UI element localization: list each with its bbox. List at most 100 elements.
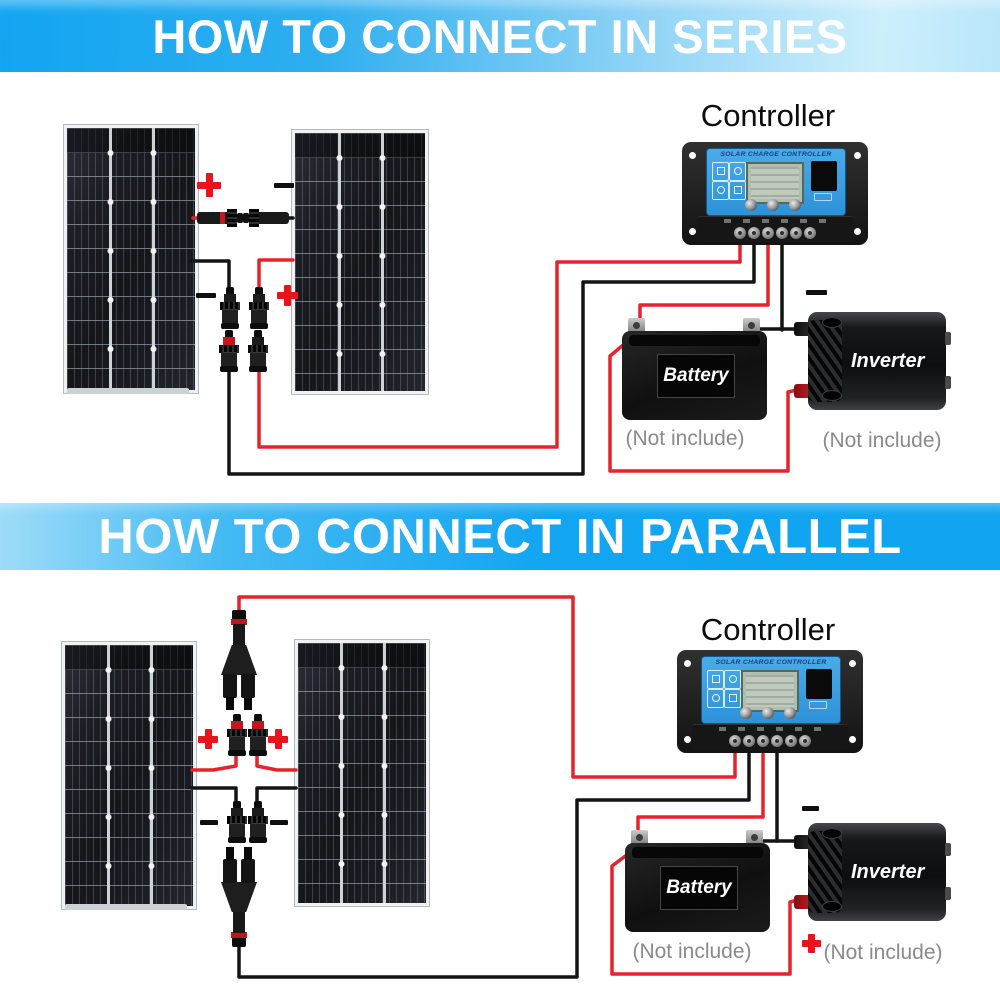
terminal-screw xyxy=(743,735,755,747)
parallel-left-positive-stub xyxy=(190,752,238,772)
usb-ports xyxy=(806,669,832,699)
mc4-connector xyxy=(248,801,268,843)
controller-lcd xyxy=(746,162,804,204)
terminal-screw xyxy=(729,735,741,747)
series-inverter: Inverter xyxy=(786,306,951,416)
mc4-connector xyxy=(227,801,247,843)
controller-button xyxy=(784,707,796,719)
terminal-screw xyxy=(771,735,783,747)
controller-faceplate-title: SOLAR CHARGE CONTROLLER xyxy=(715,659,827,666)
plus-sign xyxy=(198,729,218,749)
inverter-vent xyxy=(822,317,842,328)
controller-icon xyxy=(729,181,746,200)
controller-button xyxy=(767,199,779,211)
controller-button xyxy=(762,707,774,719)
inverter-grip xyxy=(808,831,842,913)
inverter-note: (Not include) xyxy=(823,941,943,964)
panel-base xyxy=(65,904,187,910)
solar-cells xyxy=(295,133,425,391)
panel-separator xyxy=(380,643,390,903)
minus-sign xyxy=(270,820,288,825)
series-panel1-negative-stub xyxy=(189,259,231,292)
battery-note: (Not include) xyxy=(632,940,752,963)
usb-icon xyxy=(814,193,832,201)
minus-sign xyxy=(200,820,218,825)
mount-hole xyxy=(689,228,696,235)
controller-icon xyxy=(724,689,741,708)
terminal-screw xyxy=(762,227,774,239)
minus-sign xyxy=(802,806,819,811)
parallel-pv-negative-wire xyxy=(237,740,751,979)
series-pv-negative-wire xyxy=(227,232,756,476)
inverter-label: Inverter xyxy=(851,350,925,372)
inverter-negative-terminal xyxy=(794,835,812,849)
plus-sign xyxy=(802,934,821,953)
y-branch-connector xyxy=(216,845,262,947)
mc4-connector xyxy=(197,209,243,227)
usb-icon xyxy=(809,701,827,709)
mount-hole xyxy=(684,660,691,667)
parallel-pv-positive-wire xyxy=(237,595,737,779)
terminal-screw xyxy=(734,227,746,239)
battery-lid xyxy=(629,335,760,346)
parallel-inverter: Inverter xyxy=(786,817,951,927)
terminal-screw xyxy=(757,735,769,747)
mc4-connector xyxy=(249,287,269,329)
plus-sign xyxy=(277,285,298,306)
series-controller-label: Controller xyxy=(700,98,836,133)
series-panel2-positive-stub xyxy=(257,258,295,292)
inverter-negative-terminal xyxy=(794,322,812,336)
terminal-screw xyxy=(790,227,802,239)
panel-separator xyxy=(147,645,157,906)
mount-hole xyxy=(684,736,691,743)
mc4-connector xyxy=(248,714,268,756)
battery-lid xyxy=(632,847,763,858)
parallel-banner: HOW TO CONNECT IN PARALLEL xyxy=(0,503,1000,570)
mc4-connector xyxy=(243,209,289,227)
series-right-solar-panel xyxy=(292,130,428,394)
mc4-connector xyxy=(219,330,239,372)
controller-button xyxy=(740,707,752,719)
parallel-banner-title: HOW TO CONNECT IN PARALLEL xyxy=(98,509,902,564)
y-branch-connector xyxy=(216,610,262,712)
mount-hole xyxy=(849,660,856,667)
terminal-marks xyxy=(724,219,828,223)
mount-hole xyxy=(849,736,856,743)
parallel-left-negative-stub xyxy=(190,786,238,807)
series-charge-controller: SOLAR CHARGE CONTROLLER xyxy=(682,142,868,245)
minus-sign xyxy=(196,293,216,298)
mc4-connector xyxy=(227,714,247,756)
parallel-battery: Battery xyxy=(625,830,770,932)
series-battery-inverter-positive-wire xyxy=(608,334,799,473)
parallel-battery-inverter-positive-wire xyxy=(610,846,800,976)
panel-separator xyxy=(378,133,388,391)
controller-icon xyxy=(724,670,741,689)
controller-faceplate: SOLAR CHARGE CONTROLLER xyxy=(701,656,841,724)
series-battery-positive-wire xyxy=(638,232,770,326)
inverter-note: (Not include) xyxy=(822,429,942,452)
controller-button xyxy=(745,199,757,211)
panel-separator xyxy=(106,128,116,390)
panel-separator xyxy=(337,643,347,903)
terminal-screw xyxy=(785,735,797,747)
parallel-charge-controller: SOLAR CHARGE CONTROLLER xyxy=(677,650,863,753)
controller-icon xyxy=(707,689,724,708)
solar-cells xyxy=(67,128,195,390)
solar-cells xyxy=(298,643,426,903)
parallel-battery-positive-wire xyxy=(636,740,765,836)
terminal-screw xyxy=(804,227,816,239)
battery-note: (Not include) xyxy=(625,427,745,450)
parallel-right-positive-stub xyxy=(255,752,298,772)
plus-sign xyxy=(197,173,221,197)
controller-icon xyxy=(707,670,724,689)
terminal-marks xyxy=(719,727,823,731)
controller-icon xyxy=(712,162,729,181)
controller-button xyxy=(789,199,801,211)
series-pv-positive-wire xyxy=(257,232,742,449)
mc4-connector xyxy=(248,330,268,372)
controller-faceplate: SOLAR CHARGE CONTROLLER xyxy=(706,148,846,216)
terminal-screw xyxy=(748,227,760,239)
inverter-vent xyxy=(822,901,842,912)
